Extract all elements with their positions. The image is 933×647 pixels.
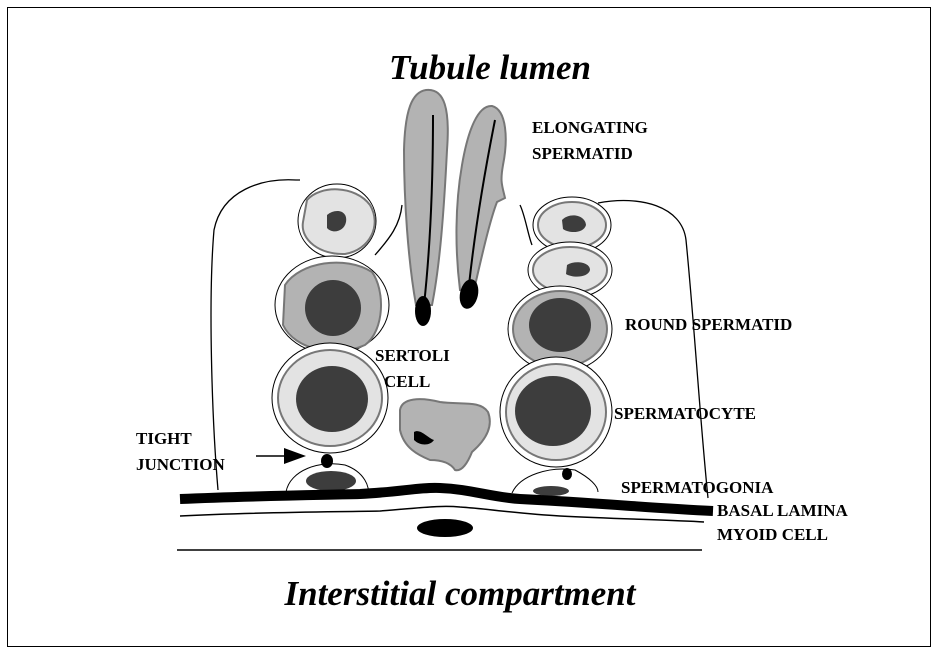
elongating-spermatid-right	[456, 106, 505, 311]
label-round-spermatid: ROUND SPERMATID	[625, 315, 792, 334]
label-myoid-cell: MYOID CELL	[717, 525, 828, 544]
sertoli-cell-right-outline	[598, 201, 708, 498]
label-spermatocyte: SPERMATOCYTE	[614, 404, 756, 423]
label-elongating-spermatid-line1: ELONGATING	[532, 118, 648, 137]
seminiferous-tubule-diagram: Tubule lumen Interstitial compartment	[0, 0, 933, 627]
label-elongating-spermatid-line2: SPERMATID	[532, 144, 633, 163]
elongating-spermatid-left	[404, 90, 448, 326]
label-tight-junction-line1: TIGHT	[136, 429, 192, 448]
label-sertoli-line2: CELL	[384, 372, 430, 391]
label-sertoli-line1: SERTOLI	[375, 346, 450, 365]
tight-junction-right	[562, 468, 572, 480]
label-tight-junction-line2: JUNCTION	[136, 455, 226, 474]
label-basal-lamina: BASAL LAMINA	[717, 501, 849, 520]
tight-junction-arrow	[256, 448, 306, 464]
label-spermatogonia: SPERMATOGONIA	[621, 478, 774, 497]
spermatogonia-right	[512, 469, 598, 496]
title-interstitial-compartment: Interstitial compartment	[283, 574, 636, 613]
spermatocyte-left	[272, 343, 388, 453]
round-spermatid-left-top	[298, 184, 376, 258]
sertoli-nucleus	[400, 399, 490, 470]
tight-junction-left	[321, 454, 333, 468]
myoid-cell-nucleus	[417, 519, 473, 537]
title-tubule-lumen: Tubule lumen	[389, 48, 591, 87]
spermatocyte-right	[500, 357, 612, 467]
round-spermatid-left	[275, 256, 389, 354]
sertoli-cell-center-outline	[375, 205, 532, 255]
